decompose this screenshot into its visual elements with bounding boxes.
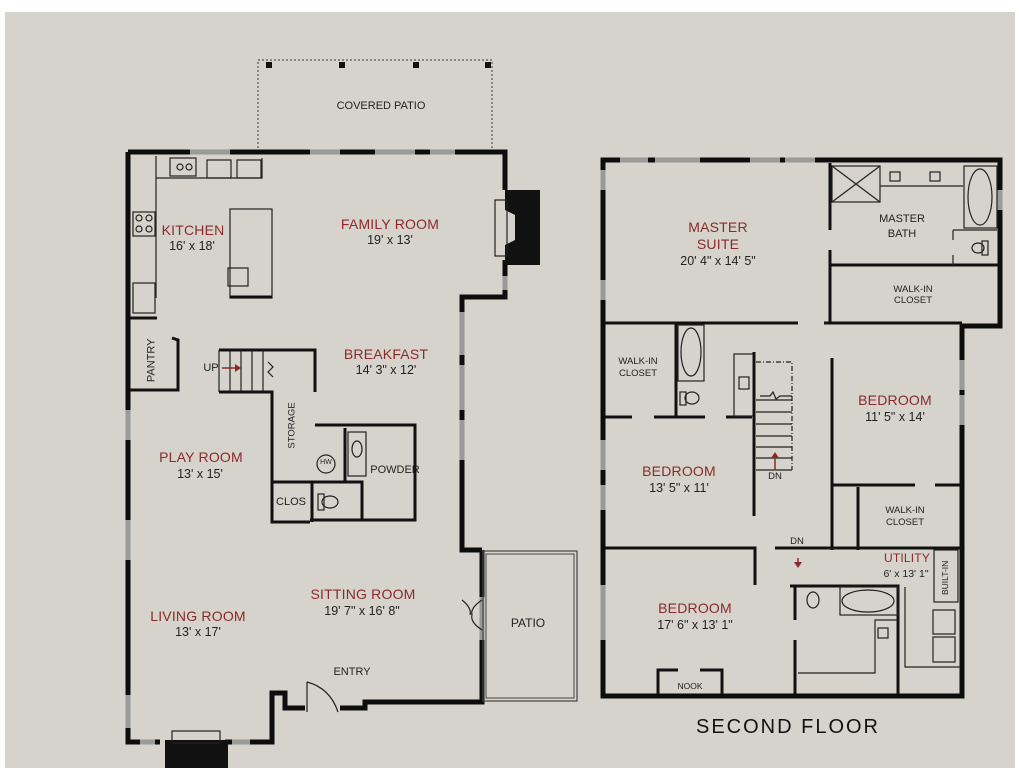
master-walk-in-label-line2: CLOSET	[893, 295, 933, 306]
hall-down-label: DN	[790, 536, 804, 547]
breakfast-label: BREAKFAST	[343, 346, 429, 362]
built-in-label: BUILT-IN	[940, 560, 951, 596]
kitchen-dimensions: 16' x 18'	[169, 239, 215, 253]
patio-label: PATIO	[510, 616, 546, 630]
utility-dimensions: 6' x 13' 1"	[883, 568, 929, 580]
covered-patio-outline	[257, 59, 493, 152]
master-bath-label-line1: MASTER	[879, 213, 925, 225]
breakfast-dimensions: 14' 3" x 12'	[355, 363, 417, 377]
bedroom-4-dimensions: 17' 6" x 13' 1"	[657, 618, 733, 632]
master-suite-dimensions: 20' 4" x 14' 5"	[680, 254, 756, 268]
left-walk-in-label-line1: WALK-IN	[618, 356, 658, 367]
entry-label: ENTRY	[333, 666, 371, 678]
right-walk-in-label-line2: CLOSET	[885, 517, 925, 528]
sitting-room-dimensions: 19' 7" x 16' 8"	[324, 604, 400, 618]
bedroom-4-label: BEDROOM	[658, 600, 732, 616]
patio-outline	[461, 550, 578, 702]
play-room-dimensions: 13' x 15'	[177, 467, 223, 481]
master-bath-label-line2: BATH	[887, 228, 917, 240]
storage-powder-walls	[272, 423, 417, 522]
master-suite-label-line1: MASTER	[688, 219, 748, 235]
living-room-dimensions: 13' x 17'	[175, 625, 221, 639]
covered-patio-label: COVERED PATIO	[336, 100, 426, 112]
master-walk-in-label-line1: WALK-IN	[893, 284, 933, 295]
bedroom-3-dimensions: 13' 5" x 11'	[649, 481, 709, 495]
bedroom-2-dimensions: 11' 5" x 14'	[865, 410, 925, 424]
pantry-stair-walls	[130, 316, 317, 524]
living-room-label: LIVING ROOM	[150, 608, 246, 624]
nook-label: NOOK	[677, 681, 703, 691]
bedroom-2-label: BEDROOM	[858, 392, 932, 408]
family-room-dimensions: 19' x 13'	[367, 233, 413, 247]
powder-room-label: POWDER	[370, 464, 420, 476]
utility-label: UTILITY	[883, 551, 931, 565]
kitchen-label: KITCHEN	[161, 222, 225, 238]
family-room-label: FAMILY ROOM	[340, 216, 440, 232]
sitting-room-label: SITTING ROOM	[310, 586, 416, 602]
left-walk-in-label-line2: CLOSET	[618, 368, 658, 379]
bedroom-3-label: BEDROOM	[642, 463, 716, 479]
entry-door	[306, 681, 339, 713]
stair-up-label: UP	[203, 362, 219, 374]
stair-down-label: DN	[768, 471, 782, 482]
kitchen-fixtures	[132, 156, 273, 314]
master-suite-label-line2: SUITE	[696, 236, 740, 252]
second-floor-interior-walls	[605, 163, 1000, 694]
right-walk-in-label-line1: WALK-IN	[885, 505, 925, 516]
second-floor-title: SECOND FLOOR	[695, 716, 881, 738]
water-heater-label: HW	[320, 459, 332, 466]
storage-label: STORAGE	[286, 402, 298, 449]
first-floor-exterior-walls	[125, 149, 540, 768]
play-room-label: PLAY ROOM	[159, 449, 243, 465]
pantry-label: PANTRY	[145, 338, 158, 383]
second-floor-exterior-walls	[600, 157, 1003, 699]
closet-label: CLOS	[276, 496, 306, 508]
